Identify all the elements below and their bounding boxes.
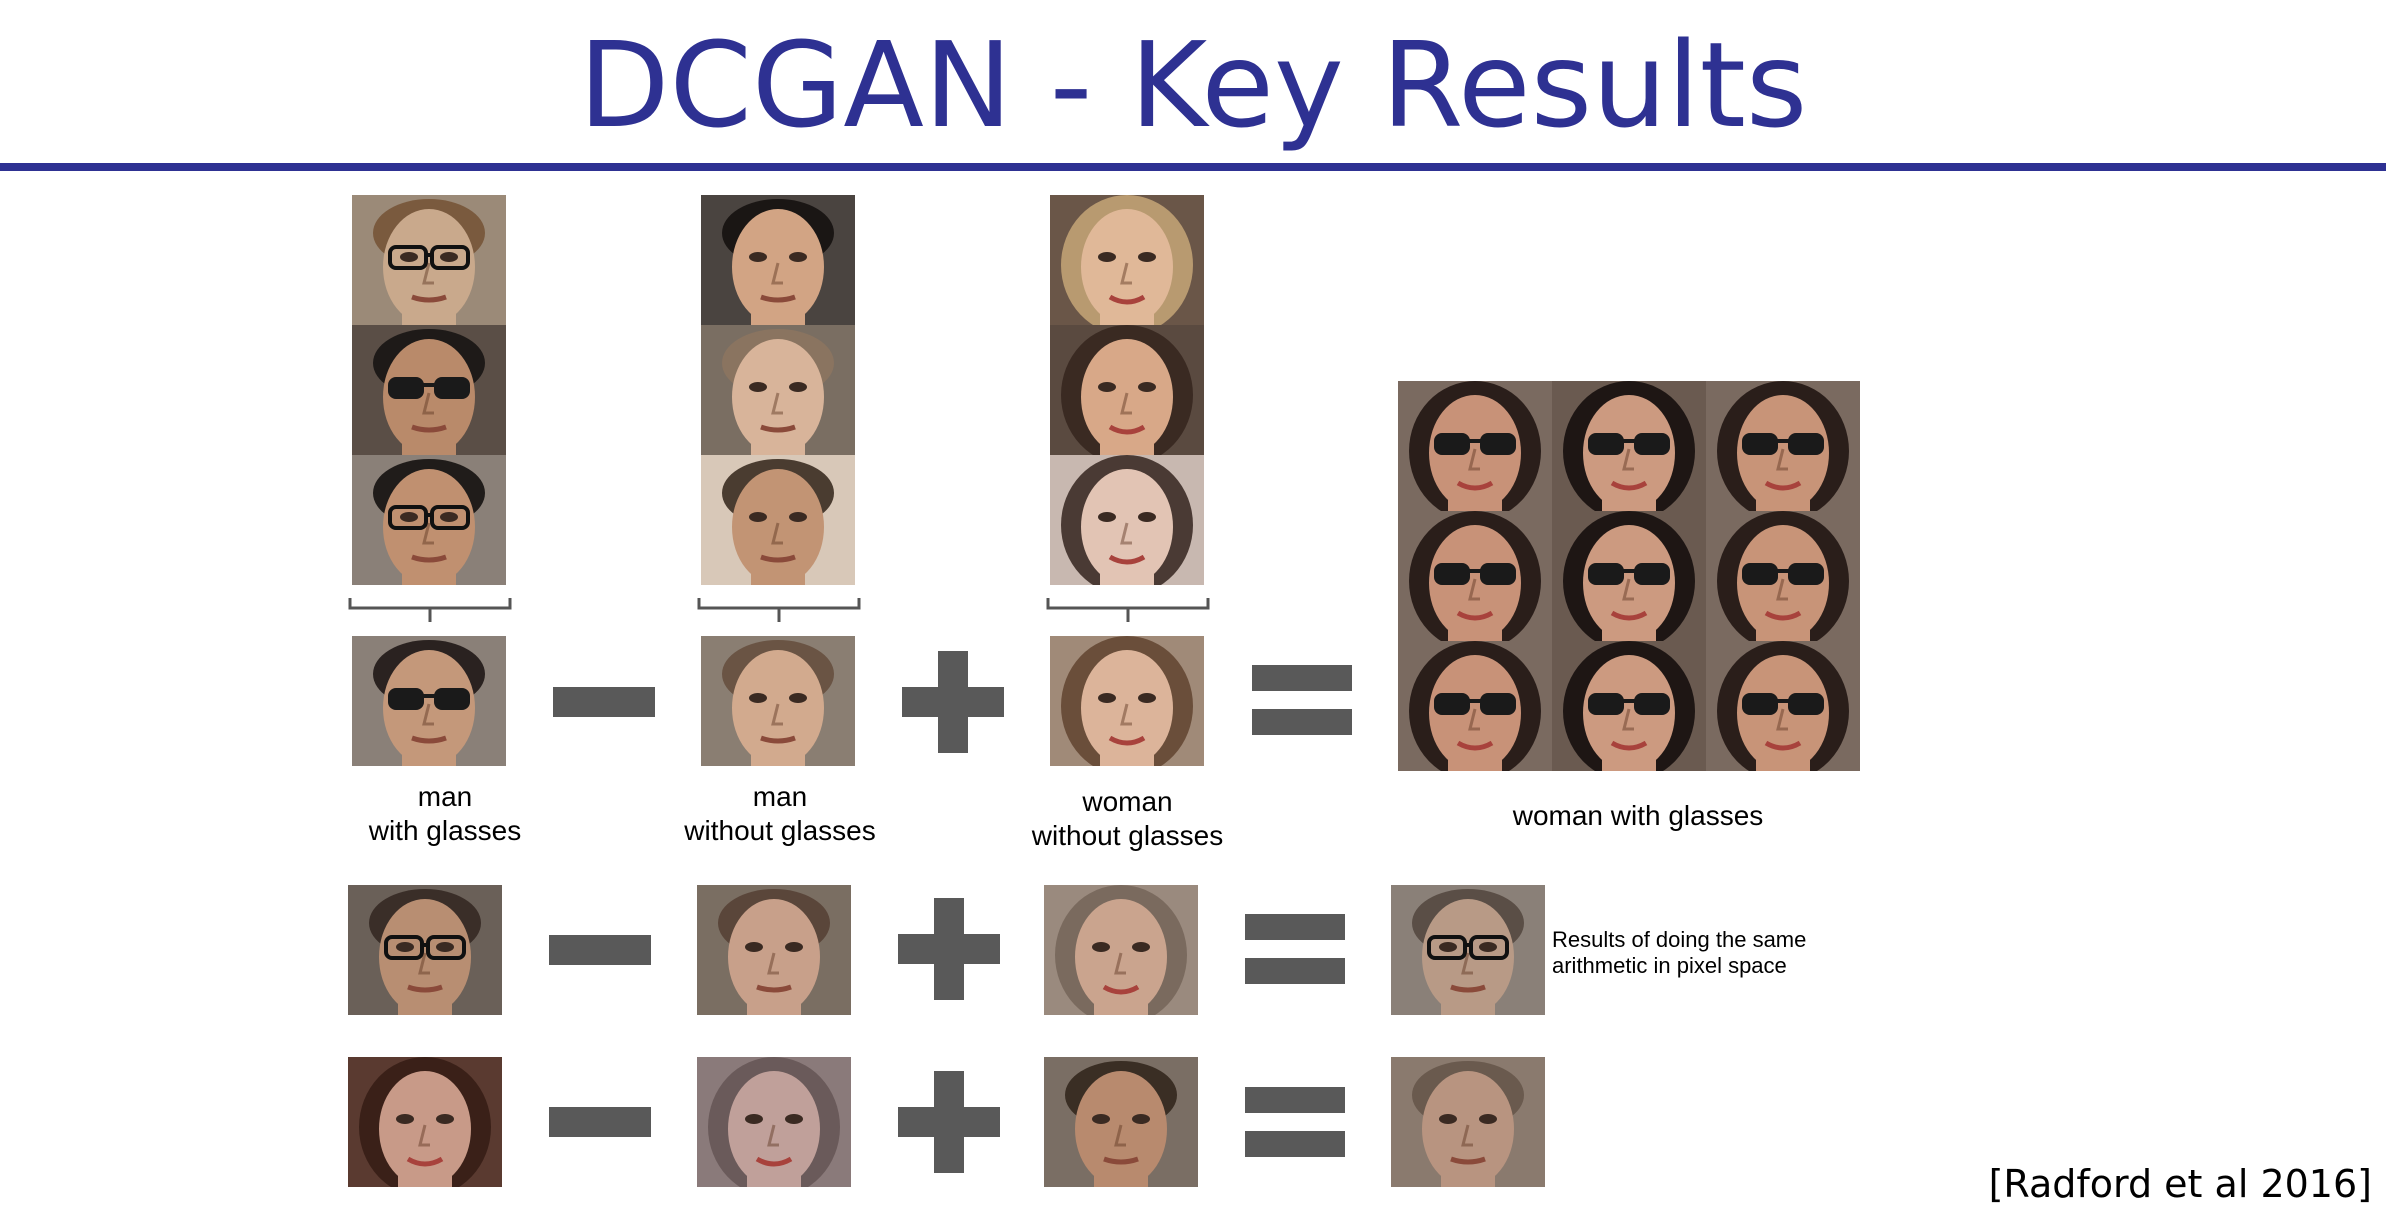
- face-image: [701, 195, 855, 325]
- face-image: [697, 885, 851, 1015]
- caption-man-without-glasses: man without glasses: [650, 780, 910, 848]
- face-image: [1706, 641, 1860, 771]
- face-image: [1398, 511, 1552, 641]
- face-image: [352, 325, 506, 455]
- face-image: [348, 1057, 502, 1187]
- face-image: [1398, 641, 1552, 771]
- equals-icon: [1252, 665, 1352, 735]
- brace-column-3: [1046, 598, 1210, 622]
- equals-icon: [1245, 1087, 1345, 1157]
- plus-icon: [902, 651, 1004, 753]
- face-image: [348, 885, 502, 1015]
- face-image: [1552, 641, 1706, 771]
- face-image: [701, 325, 855, 455]
- face-image: [1044, 885, 1198, 1015]
- face-image: [1050, 455, 1204, 585]
- face-image: [697, 1057, 851, 1187]
- face-image: [352, 195, 506, 325]
- equals-icon: [1245, 914, 1345, 984]
- face-image: [1552, 381, 1706, 511]
- face-image: [701, 455, 855, 585]
- minus-icon: [549, 1107, 651, 1137]
- caption-line: man: [417, 781, 473, 812]
- citation: [Radford et al 2016]: [1988, 1162, 2372, 1206]
- minus-icon: [549, 935, 651, 965]
- caption-woman-with-glasses: woman with glasses: [1512, 800, 1764, 831]
- title-rule: [0, 163, 2386, 171]
- face-image: [1398, 381, 1552, 511]
- note-line: Results of doing the same: [1552, 927, 1807, 952]
- face-image: [1050, 636, 1204, 766]
- slide-title: DCGAN - Key Results: [578, 16, 1808, 154]
- brace-column-1: [348, 598, 512, 622]
- caption-line: without glasses: [684, 815, 876, 846]
- plus-icon: [898, 898, 1000, 1000]
- face-image: [1391, 885, 1545, 1015]
- caption-line: man: [752, 781, 808, 812]
- caption-woman-without-glasses: woman without glasses: [995, 785, 1260, 853]
- note-line: arithmetic in pixel space: [1552, 953, 1787, 978]
- face-image: [1706, 381, 1860, 511]
- face-image: [352, 636, 506, 766]
- caption-line: with glasses: [368, 815, 522, 846]
- face-image: [1050, 325, 1204, 455]
- plus-icon: [898, 1071, 1000, 1173]
- caption-line: without glasses: [1031, 820, 1224, 851]
- pixel-space-note: Results of doing the same arithmetic in …: [1552, 927, 1872, 979]
- face-image: [1552, 511, 1706, 641]
- face-image: [352, 455, 506, 585]
- face-image: [701, 636, 855, 766]
- brace-column-2: [697, 598, 861, 622]
- minus-icon: [553, 687, 655, 717]
- face-image: [1706, 511, 1860, 641]
- face-image: [1050, 195, 1204, 325]
- caption-line: woman: [1082, 786, 1173, 817]
- caption-man-with-glasses: man with glasses: [330, 780, 560, 848]
- face-image: [1044, 1057, 1198, 1187]
- face-image: [1391, 1057, 1545, 1187]
